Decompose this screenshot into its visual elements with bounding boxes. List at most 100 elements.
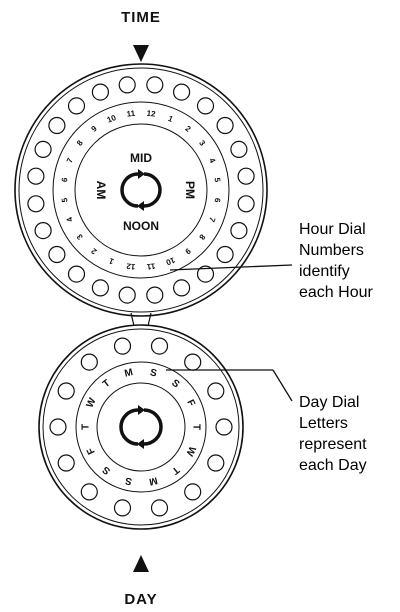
- day-callout-leader-tail: [272, 369, 293, 402]
- rotate-arrows-icon: [119, 405, 163, 449]
- callout-line: Letters: [299, 415, 348, 432]
- hour-pin[interactable]: [146, 76, 164, 94]
- hour-number: 3: [75, 232, 85, 241]
- day-pin[interactable]: [215, 418, 233, 436]
- day-letter: F: [85, 446, 98, 456]
- day-letter: S: [149, 367, 158, 379]
- day-pin[interactable]: [49, 418, 67, 436]
- day-letter: W: [84, 396, 98, 410]
- hour-number: 7: [65, 156, 75, 164]
- hour-pin[interactable]: [48, 116, 66, 135]
- hour-dial-noon-label: NOON: [123, 219, 159, 233]
- hour-number: 9: [183, 246, 192, 256]
- hour-pin[interactable]: [118, 76, 136, 94]
- hour-pin[interactable]: [118, 286, 136, 304]
- hour-dial-outer-ring-inner: [18, 67, 264, 313]
- hour-pin[interactable]: [34, 140, 52, 158]
- hour-number: 7: [207, 216, 217, 224]
- hour-number: 12: [146, 109, 157, 119]
- day-pin[interactable]: [113, 337, 132, 355]
- hour-pin[interactable]: [48, 245, 66, 264]
- hour-pin[interactable]: [173, 279, 191, 297]
- hour-number: 1: [167, 114, 175, 124]
- dial-connector: [130, 312, 152, 327]
- callout-line: Hour Dial: [299, 221, 366, 238]
- day-letter-ring-inner: [96, 382, 186, 472]
- day-letter-ring-outer: [75, 361, 207, 493]
- day-dial-callout: Day Dial Letters represent each Day: [299, 392, 367, 476]
- day-pin[interactable]: [184, 483, 202, 501]
- hour-number: 6: [212, 197, 222, 203]
- day-letter: M: [124, 367, 135, 380]
- day-letter: M: [148, 474, 159, 487]
- hour-number: 5: [213, 177, 223, 183]
- hour-pin[interactable]: [67, 97, 86, 115]
- callout-line: each Hour: [299, 284, 373, 301]
- pointer-down-icon: [133, 45, 149, 62]
- hour-number: 2: [183, 124, 192, 134]
- day-pin[interactable]: [184, 353, 202, 371]
- day-pin[interactable]: [113, 499, 132, 517]
- hour-pin[interactable]: [216, 245, 234, 264]
- hour-number: 12: [125, 261, 136, 271]
- hour-number: 4: [65, 215, 75, 223]
- day-letter: S: [100, 463, 112, 476]
- hour-dial-am-label: AM: [94, 181, 108, 200]
- hour-pin[interactable]: [196, 97, 215, 115]
- day-pin[interactable]: [150, 337, 169, 355]
- callout-line: represent: [299, 436, 367, 453]
- day-pin[interactable]: [57, 382, 75, 400]
- hour-dial-callout: Hour Dial Numbers identify each Hour: [299, 219, 373, 303]
- day-letter: T: [169, 464, 181, 476]
- day-dial-outer-ring-inner: [42, 328, 240, 526]
- hour-number-ring-outer: [52, 101, 230, 279]
- hour-number: 5: [60, 197, 70, 203]
- hour-pin[interactable]: [230, 140, 248, 158]
- day-pin[interactable]: [57, 454, 75, 472]
- hour-pin[interactable]: [216, 116, 234, 135]
- time-label: TIME: [121, 9, 161, 26]
- hour-number: 3: [197, 139, 207, 148]
- callout-line: identify: [299, 263, 350, 280]
- day-pin[interactable]: [80, 353, 98, 371]
- day-letter: S: [124, 474, 133, 486]
- hour-pin[interactable]: [146, 286, 164, 304]
- hour-number: 4: [207, 157, 217, 165]
- hour-pin[interactable]: [27, 195, 45, 213]
- hour-number: 10: [106, 113, 118, 125]
- hour-pin[interactable]: [196, 265, 215, 283]
- hour-number: 8: [197, 232, 207, 241]
- day-letter: S: [169, 378, 181, 391]
- hour-pin[interactable]: [237, 167, 255, 185]
- hour-pin[interactable]: [34, 222, 52, 240]
- day-letter: T: [191, 424, 202, 430]
- hour-dial-outer-ring: [14, 63, 268, 317]
- rotate-arrows-icon: [120, 169, 162, 211]
- callout-line: Numbers: [299, 242, 364, 259]
- hour-number: 10: [164, 255, 176, 267]
- hour-pin[interactable]: [237, 195, 255, 213]
- hour-pin[interactable]: [230, 222, 248, 240]
- hour-number: 6: [60, 177, 70, 183]
- callout-line: Day Dial: [299, 394, 360, 411]
- hour-number: 1: [107, 256, 115, 266]
- day-letter: T: [101, 378, 113, 390]
- day-pin[interactable]: [207, 454, 225, 472]
- hour-pin[interactable]: [27, 167, 45, 185]
- day-dial-outer-ring: [38, 324, 244, 530]
- day-letter: T: [81, 424, 92, 430]
- hour-pin[interactable]: [91, 83, 110, 101]
- day-label: DAY: [124, 591, 157, 608]
- day-pin[interactable]: [207, 382, 225, 400]
- hour-number-ring-inner: [74, 123, 208, 257]
- hour-pin[interactable]: [67, 265, 86, 283]
- day-pin[interactable]: [150, 499, 169, 517]
- hour-pin[interactable]: [91, 279, 110, 297]
- hour-pin[interactable]: [173, 83, 191, 101]
- hour-dial-mid-label: MID: [130, 151, 152, 165]
- day-letter: F: [184, 398, 197, 408]
- day-pin[interactable]: [80, 483, 98, 501]
